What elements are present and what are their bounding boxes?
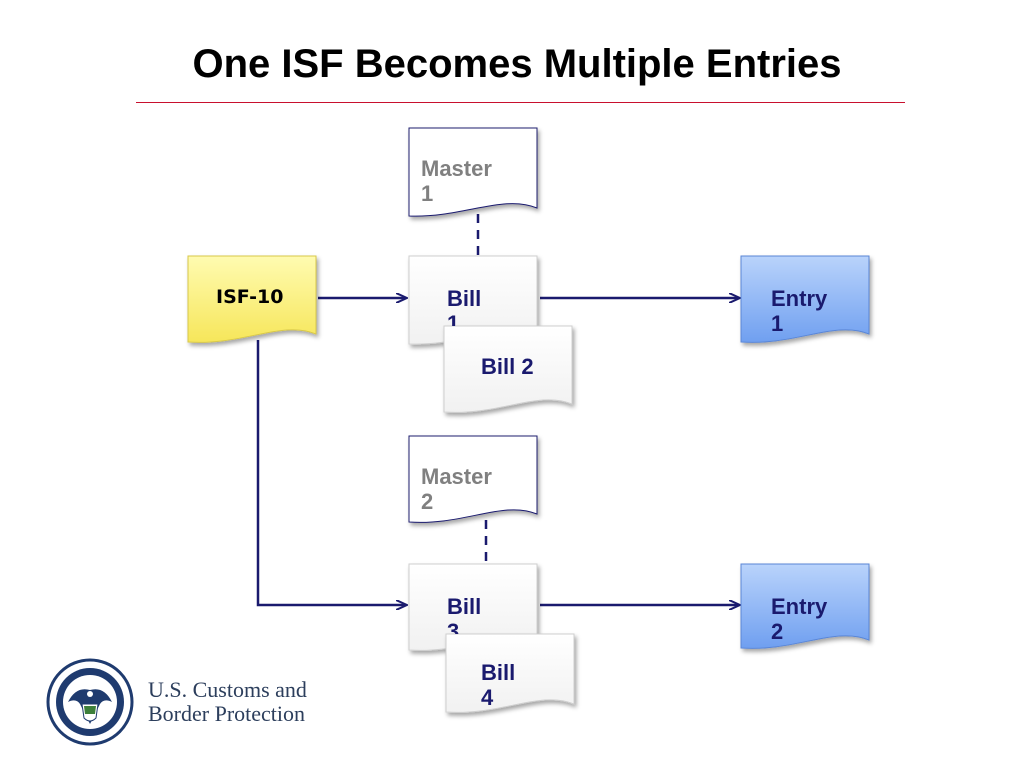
arrow-isf-to-bill3 (256, 340, 406, 605)
title-divider (136, 102, 905, 103)
page-title: One ISF Becomes Multiple Entries (192, 42, 842, 86)
bill2-shape (443, 325, 573, 413)
bill2-label: Bill 2 (481, 354, 534, 379)
master2-shape (408, 435, 538, 523)
bill4-shape (445, 633, 575, 713)
entry1-label: Entry 1 (771, 286, 828, 336)
entry1-shape (740, 255, 870, 343)
isf10-label: ISF-10 (216, 286, 284, 308)
org-name-line1: U.S. Customs and (148, 677, 307, 702)
master1-label: Master 1 (421, 156, 492, 206)
dhs-seal-logo (46, 658, 134, 746)
entry2-label: Entry 2 (771, 594, 828, 644)
master2-label: Master 2 (421, 464, 492, 514)
master1-shape (408, 127, 538, 217)
bill4-label: Bill 4 (481, 660, 516, 710)
org-name-line2: Border Protection (148, 701, 306, 726)
isf10-shape (187, 255, 317, 343)
bill3-label: Bill 3 (447, 594, 482, 634)
entry2-shape (740, 563, 870, 649)
bill1-label: Bill 1 (447, 286, 482, 326)
